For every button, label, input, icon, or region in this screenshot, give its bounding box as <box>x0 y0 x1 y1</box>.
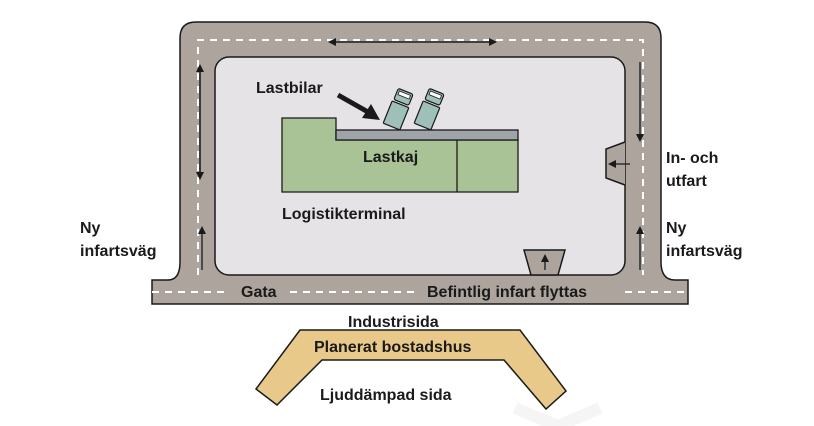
road-markings <box>152 39 688 293</box>
truck-2 <box>413 88 445 131</box>
truck-1 <box>382 88 414 131</box>
trucks-label: Lastbilar <box>256 80 323 97</box>
dock-strip <box>335 129 519 141</box>
quiet-side-label: Ljuddämpad sida <box>320 387 452 404</box>
new-road-left-line2: infartsväg <box>80 243 156 260</box>
terminal-building <box>281 117 519 193</box>
industrial-side-label: Industrisida <box>348 314 439 331</box>
trucks-pointer-arrow <box>336 92 380 120</box>
planned-housing <box>254 329 568 411</box>
new-road-right-line2: infartsväg <box>666 243 742 260</box>
planned-housing-label: Planerat bostadshus <box>314 339 471 356</box>
existing-entrance-label: Befintlig infart flyttas <box>427 284 587 301</box>
new-road-left-line1: Ny <box>80 220 101 237</box>
entrance-label-line1: In- och <box>666 150 718 167</box>
terminal-label: Logistikterminal <box>282 206 406 223</box>
watermark-arrow <box>512 402 603 426</box>
road-arrows <box>196 38 644 270</box>
street-label: Gata <box>241 284 277 301</box>
new-road-right-line1: Ny <box>666 220 687 237</box>
dock-label: Lastkaj <box>363 149 418 166</box>
entrance-label-line2: utfart <box>666 173 708 190</box>
